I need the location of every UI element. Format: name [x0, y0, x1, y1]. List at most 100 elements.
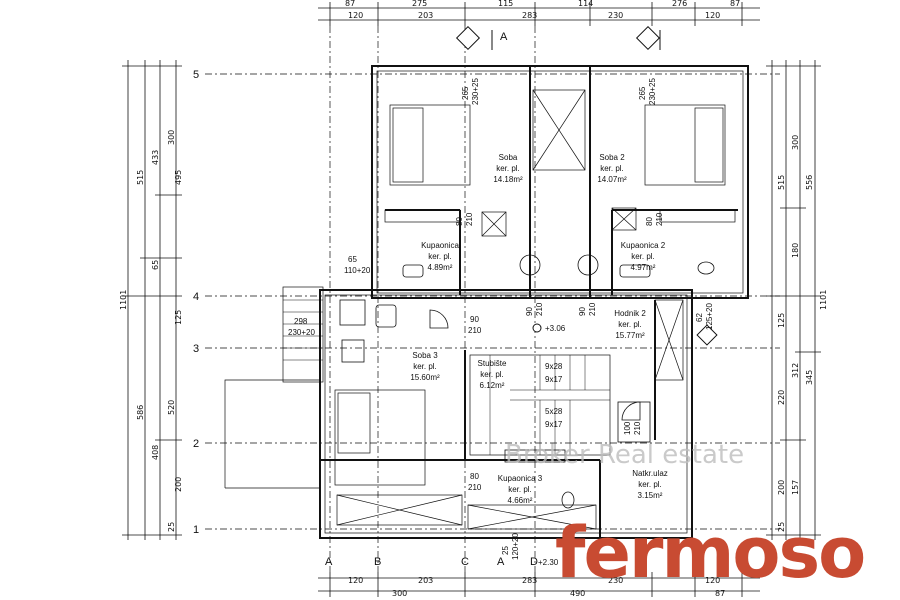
door-size: 210 [588, 302, 597, 316]
room-name: Kupaonica 3 [498, 474, 543, 483]
room-natkr-ulaz: Natkr.ulaz ker. pl. 3.15m² [632, 469, 668, 500]
dim-left-b3: 408 [151, 445, 160, 460]
room-type: ker. pl. [631, 252, 655, 261]
dim-top-6: 87 [730, 0, 740, 8]
dim-bot-2: 490 [570, 589, 585, 598]
room-type: ker. pl. [638, 480, 662, 489]
dim-left-c2: 495 [174, 170, 183, 185]
dim-bot-in-5: 120 [705, 576, 720, 585]
window-size: 230+20 [288, 328, 315, 337]
door-size: 210 [468, 483, 482, 492]
dim-top-1: 87 [345, 0, 355, 8]
dim-left-b2: 65 [151, 260, 160, 270]
section-markers [455, 25, 718, 346]
dim-top-in-5: 120 [705, 11, 720, 20]
dim-left-c5: 200 [174, 477, 183, 492]
stair-label: 5x28 [545, 407, 563, 416]
axis-row-3: 3 [193, 343, 199, 355]
axis-col-c: C [461, 556, 469, 568]
room-area: 4.97m² [631, 263, 656, 272]
room-type: ker. pl. [496, 164, 520, 173]
room-kupaonica-3: Kupaonica 3 ker. pl. 4.66m² [498, 474, 543, 505]
room-name: Stubište [478, 359, 507, 368]
dim-right-b5: 220 [777, 390, 786, 405]
door-size: 80 [455, 217, 464, 226]
room-area: 15.77m² [615, 331, 645, 340]
room-area: 14.18m² [493, 175, 523, 184]
room-kupaonica-2: Kupaonica 2 ker. pl. 4.97m² [621, 241, 666, 272]
dim-left-c3: 125 [174, 310, 183, 325]
dim-bot-in-1: 120 [348, 576, 363, 585]
level-floor: +3.06 [545, 324, 566, 333]
dim-right-b2: 180 [791, 243, 800, 258]
room-stubiste: Stubište ker. pl. 6.12m² [478, 359, 507, 390]
dim-top-in-4: 230 [608, 11, 623, 20]
axis-col-a: A [325, 556, 333, 568]
room-type: ker. pl. [508, 485, 532, 494]
dim-left-c6: 25 [167, 522, 176, 532]
room-area: 3.15m² [638, 491, 663, 500]
dim-top-3: 115 [498, 0, 513, 8]
door-size: 210 [468, 326, 482, 335]
stair-label: 9x17 [545, 375, 563, 384]
window-size: 110+20 [344, 266, 371, 275]
dim-right-total: 1101 [819, 290, 828, 310]
dim-left-b1: 433 [151, 150, 160, 165]
room-name: Hodnik 2 [614, 309, 646, 318]
brand-logo: fermoso [555, 512, 866, 594]
dim-left-a2: 586 [136, 405, 145, 420]
door-size: 80 [470, 472, 479, 481]
dim-right-b3: 125 [777, 313, 786, 328]
room-type: ker. pl. [600, 164, 624, 173]
axis-col-b: B [374, 556, 381, 568]
door-size: 90 [470, 315, 479, 324]
room-area: 4.89m² [428, 263, 453, 272]
room-kupaonica: Kupaonica ker. pl. 4.89m² [421, 241, 459, 272]
door-size: 210 [535, 302, 544, 316]
dim-right-b4: 312 [791, 363, 800, 378]
dimension-lines [122, 2, 821, 597]
door-size: 90 [525, 307, 534, 316]
room-name: Soba 2 [599, 153, 625, 162]
room-name: Natkr.ulaz [632, 469, 668, 478]
dim-right-b7: 25 [777, 522, 786, 532]
dim-right-b1: 300 [791, 135, 800, 150]
room-area: 15.60m² [410, 373, 440, 382]
axis-row-2: 2 [193, 438, 199, 450]
axis-row-5: 5 [193, 69, 199, 81]
door-size: 210 [465, 212, 474, 226]
room-name: Kupaonica 2 [621, 241, 666, 250]
window-size: 230+25 [471, 78, 480, 105]
dim-bot-in-3: 283 [522, 576, 537, 585]
room-area: 4.66m² [508, 496, 533, 505]
room-name: Soba [499, 153, 518, 162]
dim-left-c4: 520 [167, 400, 176, 415]
room-type: ker. pl. [480, 370, 504, 379]
dim-bot-3: 87 [715, 589, 725, 598]
dim-right-a2: 556 [805, 175, 814, 190]
level-entry: +2.30 [538, 558, 559, 567]
room-area: 6.12m² [480, 381, 505, 390]
window-size: 62 [695, 313, 704, 322]
room-hodnik-2: Hodnik 2 ker. pl. 15.77m² [614, 309, 646, 340]
dim-top-2: 275 [412, 0, 427, 8]
fixtures [339, 254, 715, 509]
room-name: Soba 3 [412, 351, 438, 360]
dim-bot-1: 300 [392, 589, 407, 598]
section-label-bottom: A [497, 556, 505, 568]
watermark-text: Broker Real estate [505, 440, 744, 470]
window-size: 125+20 [705, 303, 714, 330]
door-size: 210 [633, 421, 642, 435]
door-size: 210 [655, 212, 664, 226]
axis-row-4: 4 [193, 291, 199, 303]
room-area: 14.07m² [597, 175, 627, 184]
window-size: 230+25 [648, 78, 657, 105]
dim-right-a1: 515 [777, 175, 786, 190]
window-size: 25 [501, 546, 510, 555]
dim-top-5: 276 [672, 0, 687, 8]
dim-bot-in-4: 230 [608, 576, 623, 585]
window-size: 298 [294, 317, 308, 326]
dim-top-4: 114 [578, 0, 593, 8]
dim-right-c1: 345 [805, 370, 814, 385]
